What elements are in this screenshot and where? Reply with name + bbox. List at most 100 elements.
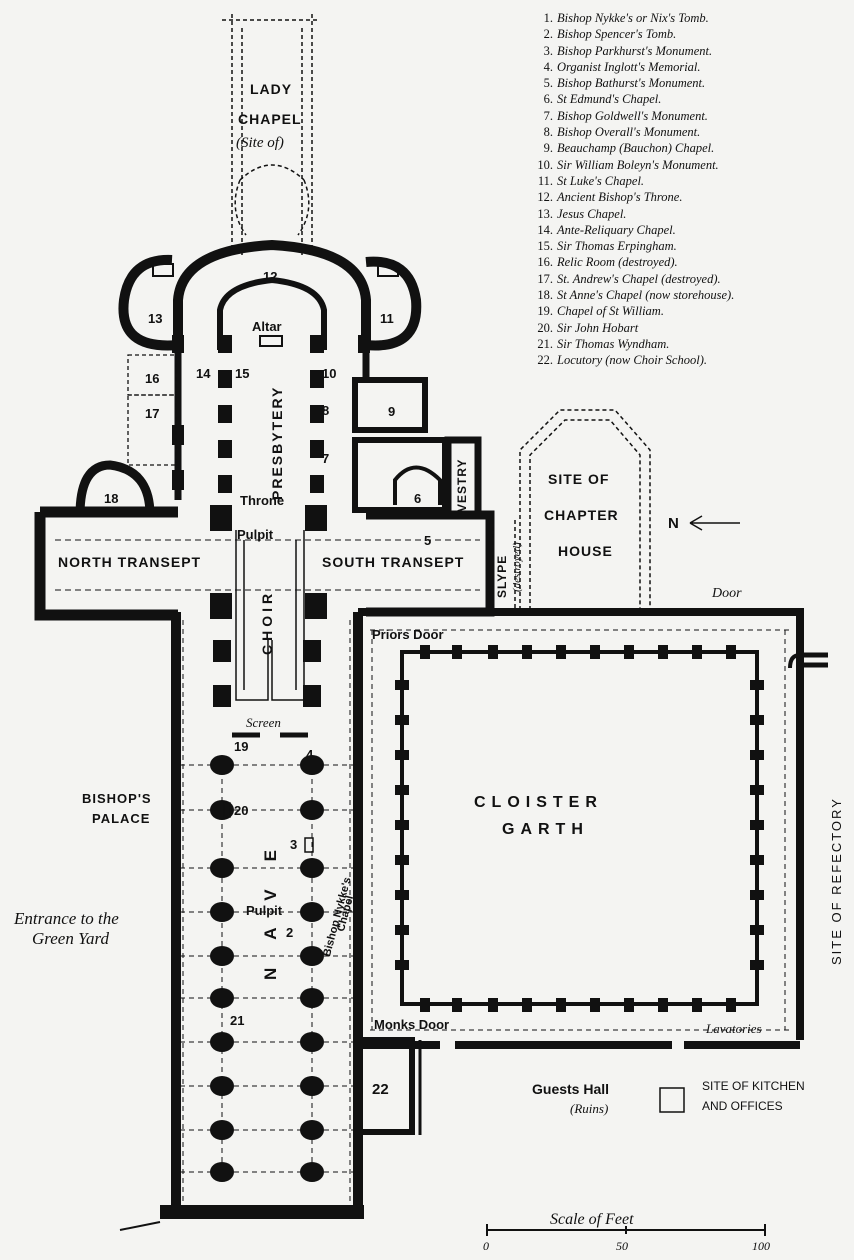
legend-text: St Anne's Chapel (now storehouse). [557,288,735,303]
legend-number: 18. [537,288,553,303]
label-altar: Altar [252,319,282,334]
marker-21: 21 [230,1013,245,1028]
legend-number: 12. [537,190,553,205]
label-entrance-1: Entrance to the [14,909,119,928]
legend-text: Locutory (now Choir School). [557,353,707,368]
legend-text: Bishop Parkhurst's Monument. [557,43,713,58]
label-kitchen-2: AND OFFICES [702,1099,783,1113]
label-kitchen-1: SITE OF KITCHEN [702,1079,805,1093]
label-house: HOUSE [558,543,613,559]
legend-text: Organist Inglott's Memorial. [557,59,701,74]
legend-text: Beauchamp (Bauchon) Chapel. [557,141,715,156]
lady-chapel-outline [222,14,320,255]
legend-number: 1. [543,11,553,25]
legend-item: 11.St Luke's Chapel. [535,173,850,189]
north-arrow-icon [689,515,740,531]
legend-number: 22. [537,353,553,368]
cloister-buttresses [395,645,764,1012]
marker-7: 7 [322,451,330,466]
legend-item: 5.Bishop Bathurst's Monument. [535,75,850,91]
legend-item: 21.Sir Thomas Wyndham. [535,336,850,352]
legend-item: 10. Sir William Boleyn's Monument. [535,157,850,173]
label-site-of-refectory: SITE OF REFECTORY [829,797,844,965]
label-north-transept: NORTH TRANSEPT [58,554,202,570]
legend-number: 21. [537,336,553,351]
legend-item: 19.Chapel of St William. [535,303,850,319]
legend-text: Sir Thomas Erpingham. [557,239,677,254]
legend-item: 12. Ancient Bishop's Throne. [535,189,850,205]
marker-17: 17 [145,406,160,421]
legend-item: 20.Sir John Hobart [535,320,850,336]
label-site-of-chapter: SITE OF [548,471,610,487]
marker-10: 10 [322,366,337,381]
label-priors-door: Priors Door [372,627,444,642]
scale-label-100: 100 [752,1239,770,1253]
marker-18: 18 [104,491,119,506]
label-throne: Throne [240,493,285,508]
legend-text: Bishop Nykke's or Nix's Tomb. [557,11,709,25]
label-screen: Screen [246,715,281,730]
legend-item: 8.Bishop Overall's Monument. [535,124,850,140]
legend-text: Jesus Chapel. [557,206,627,221]
legend-text: St. Andrew's Chapel (destroyed). [557,271,721,286]
scale-title: Scale of Feet [550,1211,634,1228]
marker-5: 5 [424,533,432,548]
label-guests-hall: Guests Hall [532,1081,610,1097]
legend-text: Sir William Boleyn's Monument. [557,157,719,172]
legend-item: 7.Bishop Goldwell's Monument. [535,108,850,124]
legend-text: Bishop Goldwell's Monument. [557,108,708,123]
label-vestry: VESTRY [455,458,469,512]
legend-text: St Edmund's Chapel. [557,92,662,107]
legend-number: 16. [537,255,553,270]
marker-22: 22 [372,1081,389,1098]
label-pulpit-nave: Pulpit [246,903,283,918]
label-lavatories: Lavatories [706,1021,762,1036]
legend-text: Sir John Hobart [557,320,639,335]
legend-item: 22. Locutory (now Choir School). [535,352,850,368]
marker-6: 6 [414,491,422,506]
legend-number: 5. [543,76,553,91]
label-slype: SLYPE [495,554,509,598]
legend-number: 9. [543,141,553,156]
marker-19: 19 [234,739,249,754]
label-choir: CHOIR [259,589,275,655]
legend-number: 8. [543,125,553,140]
legend-item: 3. Bishop Parkhurst's Monument. [535,43,850,59]
legend-number: 15. [537,239,553,254]
label-ruins: (Ruins) [570,1101,609,1116]
scale-label-50: 50 [616,1239,628,1253]
legend-item: 17.St. Andrew's Chapel (destroyed). [535,271,850,287]
legend-number: 2. [543,27,553,42]
label-chapter: CHAPTER [544,507,619,523]
label-nave: NAVE [261,822,280,980]
legend-text: Relic Room (destroyed). [557,255,678,270]
label-monks-door: Monks Door [374,1017,450,1032]
label-chapel: CHAPEL [238,111,302,127]
legend-item: 1. Bishop Nykke's or Nix's Tomb. [535,10,850,26]
legend-number: 19. [537,304,553,319]
legend-text: St Luke's Chapel. [557,173,645,188]
legend-text: Ancient Bishop's Throne. [557,190,683,205]
legend-item: 16. Relic Room (destroyed). [535,254,850,270]
label-slype-destroyed: (destroyed) [511,542,523,592]
label-entrance-2: Green Yard [32,929,109,948]
marker-3: 3 [290,837,298,852]
label-north-arrow: N [668,515,680,532]
legend-number: 14. [537,222,553,237]
label-site-of: (Site of) [236,135,284,151]
legend-number: 10. [537,157,553,172]
marker-9: 9 [388,404,396,419]
label-palace: PALACE [92,811,151,826]
legend-number: 6. [543,92,553,107]
legend-text: Bishop Spencer's Tomb. [557,27,677,42]
label-pulpit-top: Pulpit [237,527,274,542]
legend-item: 6. St Edmund's Chapel. [535,91,850,107]
monument-legend: 1. Bishop Nykke's or Nix's Tomb. 2. Bishop … [535,10,850,369]
apse-wall [173,239,371,350]
north-transept-wall [34,506,178,621]
legend-number: 3. [543,43,553,58]
legend-item: 13.Jesus Chapel. [535,206,850,222]
marker-8: 8 [322,403,330,418]
jesus-chapel-wall [118,254,179,351]
